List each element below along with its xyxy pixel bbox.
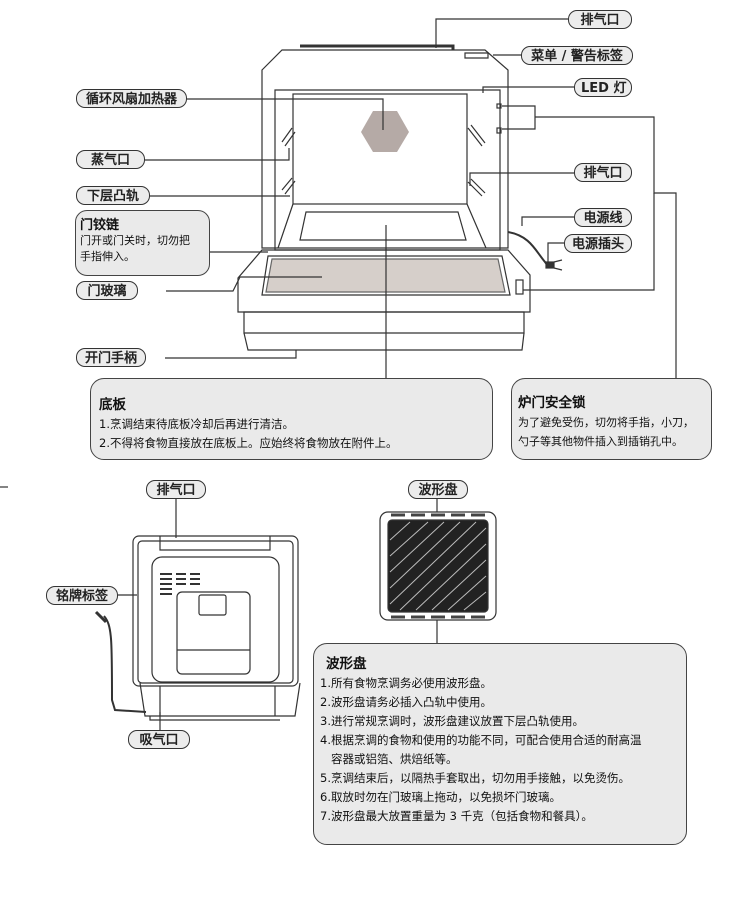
hinge-note-line: 门开或门关时，切勿把	[80, 234, 190, 247]
wave-plate-note-line: 容器或铝箔、烘焙纸等。	[331, 752, 458, 766]
door-lock-note-title: 炉门安全锁	[518, 395, 586, 411]
label-door-handle: 开门手柄	[76, 348, 146, 367]
label-exhaust-top: 排气口	[568, 10, 632, 29]
wave-plate-note-line: 6.取放时勿在门玻璃上拖动，以免损坏门玻璃。	[320, 790, 561, 804]
door-lock-note: 炉门安全锁 为了避免受伤，切勿将手指，小刀， 勺子等其他物件插入到插销孔中。	[511, 378, 712, 460]
label-menu-warning: 菜单 / 警告标签	[521, 46, 633, 65]
label-steam-outlet: 蒸气口	[76, 150, 145, 169]
floor-note: 底板 1.烹调结束待底板冷却后再进行清洁。 2.不得将食物直接放在底板上。应始终…	[90, 378, 493, 460]
wave-plate-note-line: 1.所有食物烹调务必使用波形盘。	[320, 676, 492, 690]
wave-plate-note-line: 5.烹调结束后，以隔热手套取出，切勿用手接触，以免烫伤。	[320, 771, 630, 785]
fan-heater-hexagon	[361, 111, 409, 152]
label-fan-heater: 循环风扇加热器	[76, 89, 187, 108]
label-power-plug: 电源插头	[564, 234, 632, 253]
label-rear-exhaust: 排气口	[146, 480, 206, 499]
wave-plate-note-line: 2.波形盘请务必插入凸轨中使用。	[320, 695, 492, 709]
hinge-note-title: 门铰链	[80, 218, 120, 233]
oven-front-view	[237, 44, 531, 351]
floor-note-title: 底板	[99, 397, 126, 413]
floor-note-line: 2.不得将食物直接放在底板上。应始终将食物放在附件上。	[99, 436, 398, 450]
wave-plate-note-line: 7.波形盘最大放置重量为 3 千克（包括食物和餐具）。	[320, 809, 593, 823]
oven-rear-view	[94, 535, 301, 721]
wave-plate-note-line: 3.进行常规烹调时，波形盘建议放置下层凸轨使用。	[320, 714, 584, 728]
label-air-intake: 吸气口	[128, 730, 190, 749]
label-wave-plate: 波形盘	[408, 480, 468, 499]
wave-plate-note-title: 波形盘	[326, 656, 367, 672]
label-led-light: LED 灯	[574, 78, 632, 97]
label-lower-rail: 下层凸轨	[76, 186, 150, 205]
label-door-glass: 门玻璃	[76, 281, 138, 300]
label-nameplate: 铭牌标签	[46, 586, 118, 605]
door-lock-note-line: 勺子等其他物件插入到插销孔中。	[518, 435, 683, 448]
hinge-note: 门铰链 门开或门关时，切勿把 手指伸入。	[75, 210, 210, 276]
hinge-note-line: 手指伸入。	[80, 250, 135, 263]
wave-plate-illustration	[379, 511, 497, 621]
wave-plate-note: 波形盘 1.所有食物烹调务必使用波形盘。 2.波形盘请务必插入凸轨中使用。 3.…	[313, 643, 687, 845]
floor-note-line: 1.烹调结束待底板冷却后再进行清洁。	[99, 417, 294, 431]
label-power-cord: 电源线	[574, 208, 632, 227]
wave-plate-note-line: 4.根据烹调的食物和使用的功能不同，可配合使用合适的耐高温	[320, 733, 642, 747]
door-lock-note-line: 为了避免受伤，切勿将手指，小刀，	[518, 416, 694, 429]
label-exhaust-side: 排气口	[574, 163, 632, 182]
